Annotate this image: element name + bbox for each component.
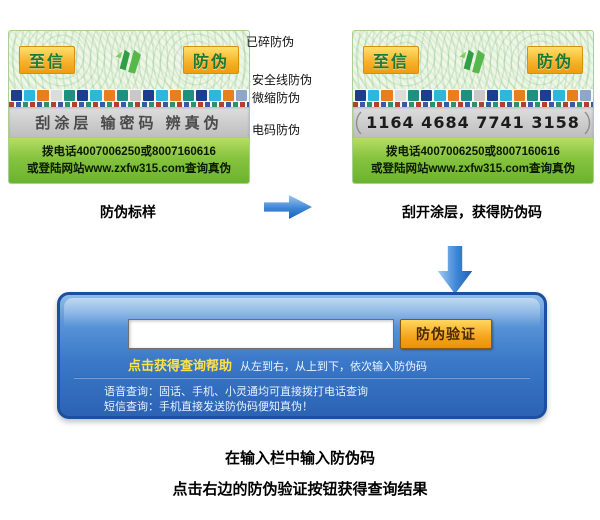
brand-zhixin-text: 至信 [363,46,419,74]
scratch-coating: 刮涂层 输密码 辨真伪 [9,107,249,138]
scratch-arc-icon [355,110,362,135]
scratch-coating-text: 刮涂层 输密码 辨真伪 [35,115,223,132]
sms-query-line: 短信查询：手机直接发送防伪码便知真伪！ [104,401,313,413]
instruction-line-1: 在输入栏中输入防伪码 [224,450,375,467]
help-row: 点击获得查询帮助 从左到右，从上到下，依次输入防伪码 [128,355,427,374]
security-label-scratched: 至信 防伪 1164 4684 7741 3158 [352,30,594,184]
website-text: 或登陆网站www.zxfw315.com查询真伪 [370,162,576,175]
microtext-strip [353,102,593,107]
scratch-arc-icon [584,110,591,135]
hotline-text: 拨电话4007006250或8007160616 [42,145,216,158]
label-guilloche-area: 至信 防伪 [353,31,593,89]
callout-microtext: 微缩防伪 [252,91,301,105]
brand-fangwei-text: 防伪 [527,46,583,74]
brand-fangwei-text: 防伪 [183,46,239,74]
callout-code: 电码防伪 [252,123,301,137]
microtext-strip [9,102,249,107]
panel-divider [74,377,530,379]
security-strip [353,89,593,102]
revealed-code-bar: 1164 4684 7741 3158 [353,107,593,138]
voice-query-line: 语音查询：固话、手机、小灵通均可直接拨打电话查询 [104,386,368,398]
hotline-text: 拨电话4007006250或8007160616 [386,145,560,158]
verification-panel: 防伪验证 点击获得查询帮助 从左到右，从上到下，依次输入防伪码 语音查询：固话、… [57,292,547,419]
brand-zhixin-text: 至信 [19,46,75,74]
callout-security-line: 安全线防伪 [252,73,313,87]
label-contact-area: 拨电话4007006250或8007160616 或登陆网站www.zxfw31… [9,138,249,183]
website-text: 或登陆网站www.zxfw315.com查询真伪 [26,162,232,175]
arrow-down-icon [437,246,473,294]
brand-logo-icon [112,44,146,76]
security-strip [9,89,249,102]
verify-button[interactable]: 防伪验证 [400,319,492,349]
code-row: 1164 4684 7741 3158 [353,110,593,136]
help-link[interactable]: 点击获得查询帮助 [128,358,233,373]
brand-logo-icon [456,44,490,76]
callout-broken: 已碎防伪 [246,35,295,49]
caption-sample: 防伪标样 [100,204,156,220]
instruction-line-2: 点击右边的防伪验证按钮获得查询结果 [172,481,428,498]
security-label-sample: 至信 防伪 刮涂层 输密码 辨真伪 拨电话4007006250或80071606… [8,30,250,184]
anti-counterfeit-code: 1164 4684 7741 3158 [366,113,580,132]
code-input[interactable] [128,319,394,349]
label-guilloche-area: 至信 防伪 [9,31,249,89]
caption-scratch: 刮开涂层，获得防伪码 [402,204,542,220]
arrow-right-icon [264,195,312,219]
label-contact-area: 拨电话4007006250或8007160616 或登陆网站www.zxfw31… [353,138,593,183]
help-hint: 从左到右，从上到下，依次输入防伪码 [240,361,428,373]
